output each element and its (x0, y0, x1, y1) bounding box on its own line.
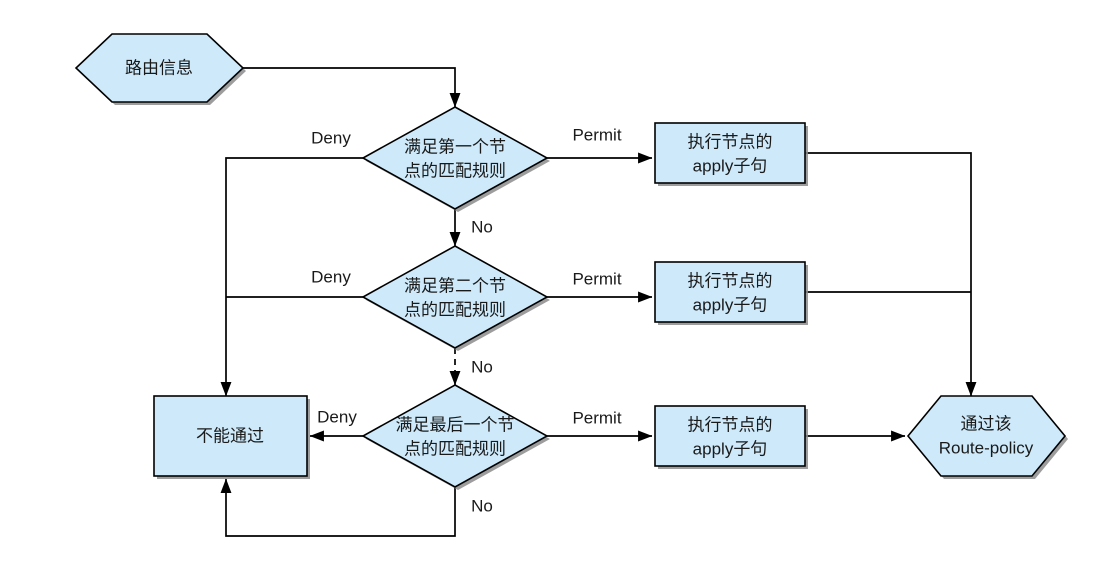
edge-start-to-decision1 (243, 67, 461, 108)
edge-decision1-deny (225, 157, 363, 295)
apply3-box[interactable] (654, 405, 806, 467)
deny-end-box[interactable] (153, 395, 308, 477)
apply1-box[interactable] (654, 122, 806, 184)
decision1-label-line2: 点的匹配规则 (404, 161, 506, 180)
apply2-label-line1: 执行节点的 (688, 271, 773, 290)
node-apply1[interactable]: 执行节点的 apply子句 (654, 122, 808, 186)
node-apply2[interactable]: 执行节点的 apply子句 (654, 261, 808, 325)
apply3-label-line2: apply子句 (693, 439, 768, 458)
decision2-label-line1: 满足第二个节 (404, 276, 506, 295)
apply2-label-line2: apply子句 (693, 295, 768, 314)
node-decision1[interactable]: 满足第一个节 点的匹配规则 (361, 106, 550, 212)
decision1-label-line1: 满足第一个节 (404, 137, 506, 156)
edge-label-no2: No (471, 357, 493, 376)
node-deny-end[interactable]: 不能通过 (153, 395, 310, 479)
decision3-label-line2: 点的匹配规则 (404, 439, 506, 458)
decision2-label-line2: 点的匹配规则 (404, 300, 506, 319)
edge-label-permit2: Permit (572, 269, 621, 288)
edge-label-layer: Deny Deny Deny Permit Permit Permit No N… (311, 125, 622, 515)
start-label: 路由信息 (125, 58, 193, 77)
edge-label-no1: No (471, 217, 493, 236)
edge-label-deny1: Deny (311, 128, 351, 147)
edge-layer (220, 67, 977, 537)
node-start[interactable]: 路由信息 (74, 33, 246, 105)
start-hexagon[interactable] (74, 33, 245, 103)
node-pass-end[interactable]: 通过该 Route-policy (906, 395, 1068, 479)
node-decision3[interactable]: 满足最后一个节 点的匹配规则 (361, 384, 550, 490)
edge-label-permit1: Permit (572, 125, 621, 144)
decision3-diamond[interactable] (361, 384, 549, 488)
decision1-diamond[interactable] (361, 106, 549, 210)
pass-end-label-line2: Route-policy (939, 438, 1034, 457)
apply1-label-line1: 执行节点的 (688, 132, 773, 151)
deny-end-label: 不能通过 (196, 426, 264, 445)
apply3-label-line1: 执行节点的 (688, 415, 773, 434)
apply1-label-line2: apply子句 (693, 156, 768, 175)
edge-label-deny3: Deny (317, 407, 357, 426)
pass-end-hexagon[interactable] (906, 395, 1067, 477)
edge-apply1-to-pass (805, 152, 977, 397)
node-apply3[interactable]: 执行节点的 apply子句 (654, 405, 808, 469)
decision2-diamond[interactable] (361, 245, 549, 349)
pass-end-label-line1: 通过该 (961, 414, 1012, 433)
edge-label-no3: No (471, 496, 493, 515)
apply2-box[interactable] (654, 261, 806, 323)
edge-label-permit3: Permit (572, 408, 621, 427)
edge-decision3-no (220, 478, 456, 537)
node-decision2[interactable]: 满足第二个节 点的匹配规则 (361, 245, 550, 351)
decision3-label-line1: 满足最后一个节 (396, 415, 515, 434)
edge-label-deny2: Deny (311, 267, 351, 286)
